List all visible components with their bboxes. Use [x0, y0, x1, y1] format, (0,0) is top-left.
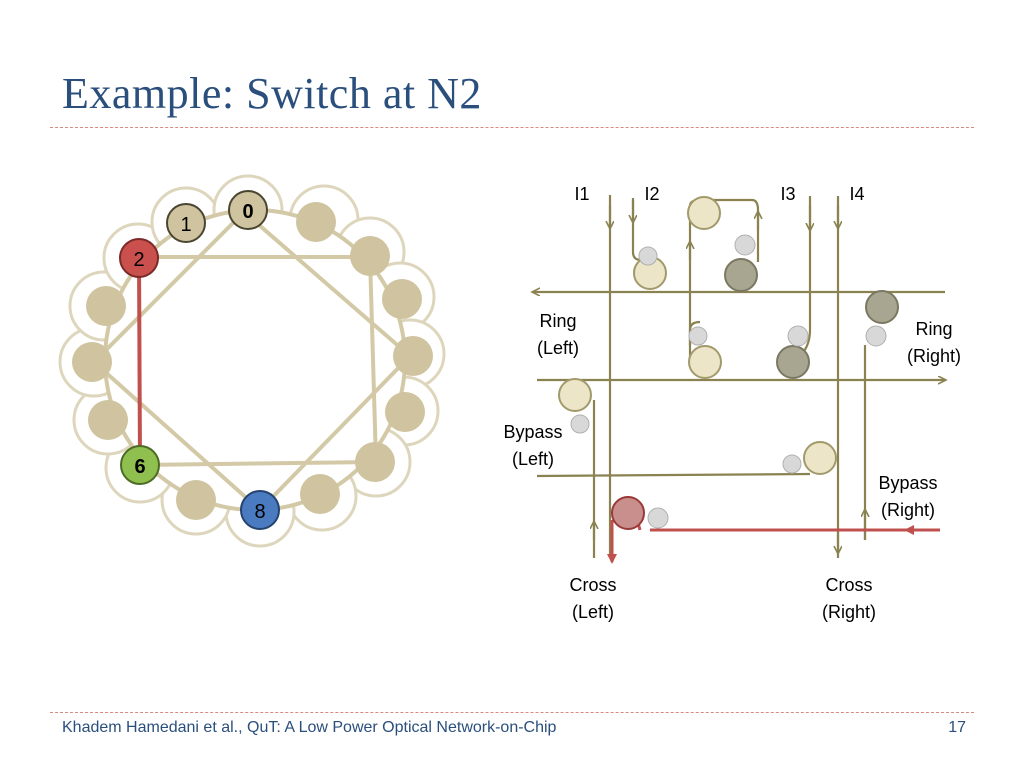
ring-node — [300, 474, 340, 514]
svg-text:2: 2 — [133, 249, 144, 271]
node-6: 6 — [120, 445, 160, 485]
svg-text:8: 8 — [254, 501, 265, 523]
input-label-i3: I3 — [780, 184, 795, 204]
svg-text:Ring: Ring — [539, 311, 576, 331]
title-divider — [50, 127, 974, 128]
svg-text:(Right): (Right) — [907, 346, 961, 366]
svg-text:1: 1 — [180, 214, 191, 236]
node-1: 1 — [166, 203, 206, 243]
microring-light — [803, 441, 837, 475]
svg-text:Ring: Ring — [915, 319, 952, 339]
ring-node — [382, 279, 422, 319]
svg-text:(Left): (Left) — [537, 338, 579, 358]
ring-node — [355, 442, 395, 482]
microring-dark — [724, 258, 758, 292]
svg-text:0: 0 — [242, 201, 253, 223]
highlighted-link-2-6 — [137, 257, 142, 466]
input-label-i1: I1 — [574, 184, 589, 204]
svg-text:Bypass: Bypass — [878, 473, 937, 493]
label-bypass-right: Bypass (Right) — [878, 473, 937, 520]
microring-dark — [776, 345, 810, 379]
node-2: 2 — [119, 238, 159, 278]
svg-text:(Right): (Right) — [881, 500, 935, 520]
ring-network: 0 1 2 6 8 — [58, 174, 446, 548]
svg-text:(Left): (Left) — [512, 449, 554, 469]
svg-text:Cross: Cross — [825, 575, 872, 595]
label-bypass-left: Bypass (Left) — [503, 422, 562, 469]
microring-dark — [865, 290, 899, 324]
ring-nodes — [72, 202, 433, 520]
svg-text:(Right): (Right) — [822, 602, 876, 622]
microring-light — [687, 196, 721, 230]
input-label-i4: I4 — [849, 184, 864, 204]
microring-light — [558, 378, 592, 412]
svg-text:Cross: Cross — [569, 575, 616, 595]
label-cross-left: Cross (Left) — [569, 575, 616, 622]
microrings — [558, 196, 899, 530]
ring-node — [72, 342, 112, 382]
ring-node — [350, 236, 390, 276]
node-0: 0 — [228, 190, 268, 230]
label-ring-left: Ring (Left) — [537, 311, 579, 358]
ring-chords — [92, 210, 412, 512]
microring-red — [611, 496, 645, 530]
svg-text:6: 6 — [134, 456, 145, 478]
node-8: 8 — [240, 490, 280, 530]
svg-text:(Left): (Left) — [572, 602, 614, 622]
microring-light — [688, 345, 722, 379]
ring-node — [86, 286, 126, 326]
svg-text:Bypass: Bypass — [503, 422, 562, 442]
slide-title: Example: Switch at N2 — [62, 69, 482, 118]
ring-node — [176, 480, 216, 520]
label-cross-right: Cross (Right) — [822, 575, 876, 622]
ring-node — [393, 336, 433, 376]
optical-switch: I1 I2 I3 I4 — [503, 184, 961, 622]
ring-node — [385, 392, 425, 432]
label-ring-right: Ring (Right) — [907, 319, 961, 366]
footer-citation: Khadem Hamedani et al., QuT: A Low Power… — [62, 719, 557, 736]
input-label-i2: I2 — [644, 184, 659, 204]
ring-node — [88, 400, 128, 440]
footer-divider — [50, 712, 974, 713]
page-number: 17 — [948, 719, 966, 736]
ring-node — [296, 202, 336, 242]
detectors — [570, 234, 887, 529]
